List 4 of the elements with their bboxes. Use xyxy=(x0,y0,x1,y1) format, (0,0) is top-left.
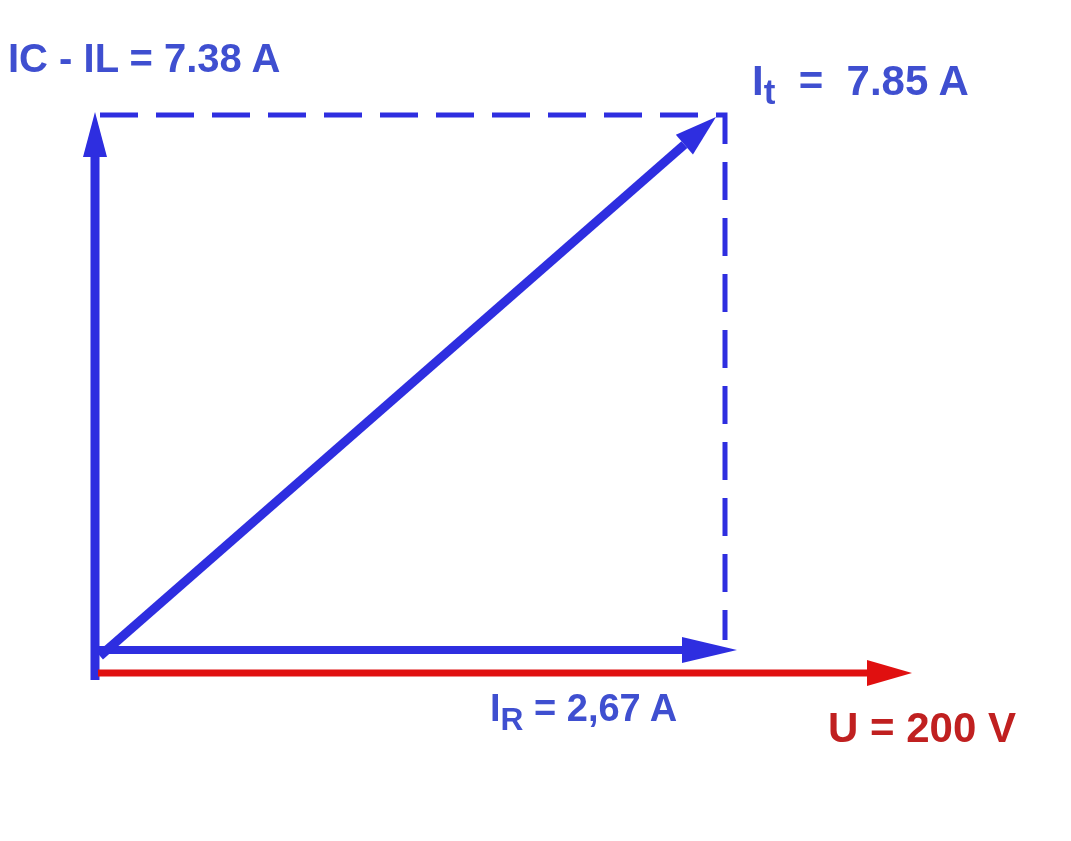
vector-label: I$_{t}$ = 7.85 A xyxy=(752,58,969,112)
vector-label: U = 200 V xyxy=(828,705,1016,752)
vector-label: I$_{R}$ = 2,67 A xyxy=(490,688,678,737)
vector-label: IC - IL = 7.38 A xyxy=(8,36,281,80)
